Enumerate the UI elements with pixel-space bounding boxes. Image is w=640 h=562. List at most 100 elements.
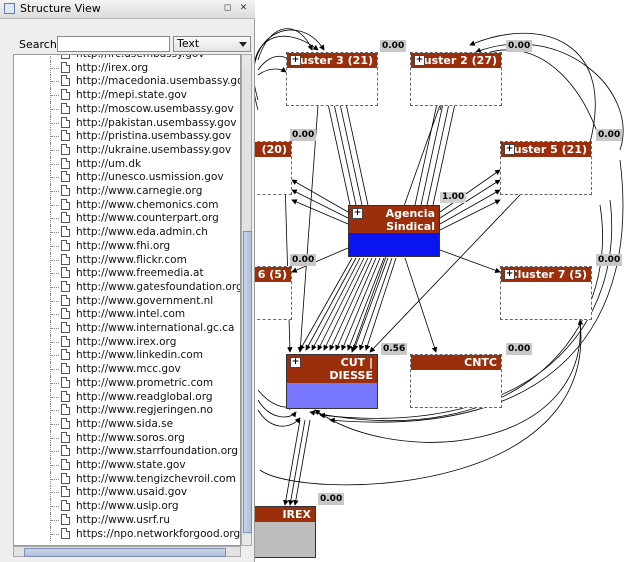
tree-item[interactable]: http://www.state.gov [14, 458, 240, 472]
tree-item[interactable]: http://www.international.gc.ca [14, 321, 240, 335]
tree-item[interactable]: http://macedonia.usembassy.gov [14, 74, 240, 89]
cluster-20-label: (20) [252, 142, 291, 157]
document-icon [61, 102, 70, 114]
tree-item[interactable]: http://unesco.usmission.gov [14, 170, 240, 185]
tree-branch-line [51, 355, 59, 357]
tree-guide-line [50, 101, 51, 116]
document-icon [61, 157, 70, 169]
tree-item[interactable]: http://www.carnegie.org [14, 184, 240, 198]
agencia-label-line1: Agencia [385, 207, 435, 220]
panel-title-bar[interactable]: Structure View ◻ ✕ [0, 0, 255, 19]
tree-item[interactable]: http://www.government.nl [14, 293, 240, 308]
document-icon [61, 527, 70, 539]
tree-branch-line [51, 341, 59, 343]
tree-item[interactable]: http://www.linkedin.com [14, 348, 240, 363]
expand-plus-icon[interactable]: + [352, 208, 363, 219]
tree-branch-line [51, 149, 59, 151]
tree-branch-line [51, 273, 59, 275]
scroll-down-button[interactable] [242, 535, 251, 545]
tree-item[interactable]: http://www.freemedia.at [14, 266, 240, 281]
tree-item[interactable]: http://www.usip.org [14, 499, 240, 514]
tree-item-label: http://www.flickr.com [76, 253, 187, 266]
tree-item[interactable]: http://www.counterpart.org [14, 211, 240, 226]
tree-item[interactable]: http://www.usaid.gov [14, 485, 240, 500]
tree-guide-line [50, 266, 51, 281]
cluster-6-node[interactable]: 6 (5) [252, 266, 292, 320]
cut-diesse-body [287, 383, 377, 408]
cluster-5-node[interactable]: uster 5 (21) + [500, 141, 592, 195]
tree-item[interactable]: http://pakistan.usembassy.gov [14, 115, 240, 130]
tree-item[interactable]: http://www.fhi.org [14, 238, 240, 253]
tree-item[interactable]: http://pristina.usembassy.gov [14, 129, 240, 144]
cluster-7-node[interactable]: Cluster 7 (5) + [500, 266, 592, 320]
tree-branch-line [51, 67, 59, 69]
tree-item[interactable]: http://mepi.state.gov [14, 88, 240, 103]
expand-plus-icon[interactable]: + [290, 357, 301, 368]
tree-item[interactable]: http://www.sida.se [14, 416, 240, 431]
tree-item-label: https://npo.networkforgood.org [76, 527, 241, 540]
tree-item[interactable]: http://www.flickr.com [14, 252, 240, 267]
cluster-2-node[interactable]: uster 2 (27) + [410, 52, 502, 106]
agencia-sindical-node[interactable]: Agencia Sindical + [348, 205, 440, 257]
tree-branch-line [51, 328, 59, 329]
tree-item[interactable]: http://ukraine.usembassy.gov [14, 142, 240, 157]
tree-guide-line [50, 252, 51, 267]
tree-item[interactable]: http://www.chemonics.com [14, 197, 240, 212]
scroll-up-button[interactable] [242, 55, 251, 65]
cut-diesse-node[interactable]: CUT | DIESSE + [286, 354, 378, 409]
tree-item[interactable]: http://www.starrfoundation.org [14, 444, 240, 459]
tree-item[interactable]: http://www.soros.org [14, 430, 240, 445]
expand-plus-icon[interactable]: + [414, 55, 425, 66]
tree-item[interactable]: http://www.eda.admin.ch [14, 225, 240, 240]
tree-item[interactable]: http://www.irex.org [14, 334, 240, 349]
tree-item-label: http://www.gatesfoundation.org [76, 280, 241, 293]
tree-item[interactable]: http://www.prometric.com [14, 375, 240, 390]
restore-icon[interactable]: ◻ [223, 3, 232, 13]
cluster-20-node[interactable]: (20) [252, 141, 292, 195]
tree-guide-line [50, 444, 51, 459]
search-input[interactable] [57, 36, 170, 52]
expand-plus-icon[interactable]: + [504, 269, 515, 280]
tree-item[interactable]: http://www.readglobal.org [14, 389, 240, 404]
tree-item[interactable]: http://irex.org [14, 60, 240, 75]
search-mode-select[interactable]: Text [173, 36, 251, 52]
tree-item[interactable]: http://www.regjeringen.no [14, 403, 240, 418]
document-icon [61, 280, 70, 292]
vertical-scroll-thumb[interactable] [243, 231, 252, 533]
cntc-node[interactable]: CNTC [410, 354, 502, 408]
tree-item-label: http://www.usaid.gov [76, 486, 188, 499]
tree-item-label: http://mepi.state.gov [76, 89, 188, 102]
document-icon [61, 55, 70, 59]
tree-item[interactable]: http://www.usrf.ru [14, 512, 240, 527]
tree-item-label: http://www.carnegie.org [76, 185, 203, 197]
tree-item-label: http://www.mcc.gov [76, 363, 181, 376]
document-icon [61, 390, 70, 402]
tree-item[interactable]: http://moscow.usembassy.gov [14, 101, 240, 116]
tree-item[interactable]: https://npo.networkforgood.org [14, 526, 241, 541]
tree-item[interactable]: http://www.intel.com [14, 307, 240, 322]
horizontal-scrollbar[interactable] [13, 546, 241, 557]
close-icon[interactable]: ✕ [239, 3, 248, 13]
tree-item[interactable]: http://www.gatesfoundation.org [14, 279, 241, 294]
document-icon [61, 294, 70, 306]
tree-item[interactable]: http://irc.usembassy.gov [14, 55, 240, 61]
cluster-3-node[interactable]: uster 3 (21) + [286, 52, 378, 106]
tree-item[interactable]: http://um.dk [14, 156, 240, 171]
tree-item-label: http://pristina.usembassy.gov [76, 130, 232, 143]
tree-guide-line [50, 389, 51, 404]
horizontal-scroll-thumb[interactable] [24, 548, 226, 557]
irex-score: 0.00 [318, 493, 345, 505]
tree-guide-line [50, 526, 51, 541]
tree-branch-line [51, 533, 59, 535]
vertical-scrollbar[interactable] [241, 54, 252, 546]
expand-plus-icon[interactable]: + [290, 55, 301, 66]
tree-branch-line [51, 191, 59, 192]
tree-item[interactable]: http://www.mcc.gov [14, 362, 240, 377]
irex-node[interactable]: IREX [252, 506, 316, 558]
tree-item-label: http://www.fhi.org [76, 239, 171, 252]
tree-item-label: http://www.state.gov [76, 459, 186, 471]
expand-plus-icon[interactable]: + [504, 144, 515, 155]
tree-item[interactable]: http://www.tengizchevroil.com [14, 471, 240, 486]
